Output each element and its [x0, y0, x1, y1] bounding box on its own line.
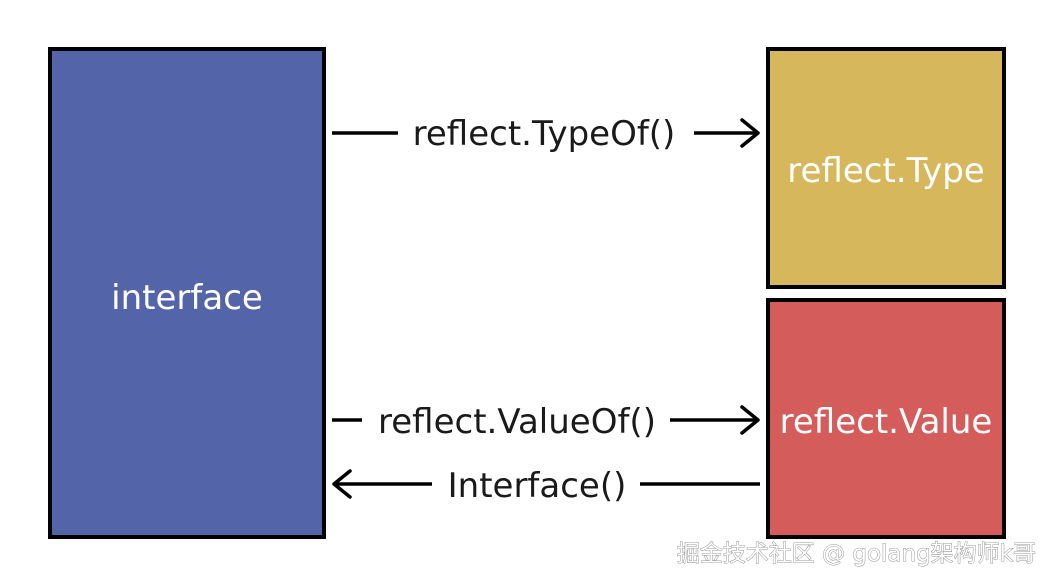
- reflect-type-box: [766, 47, 1006, 289]
- interface-label: interface: [111, 278, 263, 318]
- reflect-value-label: reflect.Value: [780, 402, 993, 442]
- typeof-edge-label: reflect.TypeOf(): [413, 114, 676, 154]
- reflect-type-label: reflect.Type: [787, 151, 984, 191]
- typeof-arrow-head-icon: [740, 118, 760, 148]
- valueof-arrow-head-icon: [740, 405, 760, 435]
- interface-edge-label: Interface(): [448, 466, 627, 506]
- reflect-value-box: [766, 298, 1006, 539]
- interface-box: [48, 47, 326, 539]
- valueof-edge-label: reflect.ValueOf(): [378, 402, 656, 442]
- interface-arrow-head-icon: [332, 469, 352, 499]
- watermark-text: 掘金技术社区 @ golang架构师k哥: [677, 541, 1036, 567]
